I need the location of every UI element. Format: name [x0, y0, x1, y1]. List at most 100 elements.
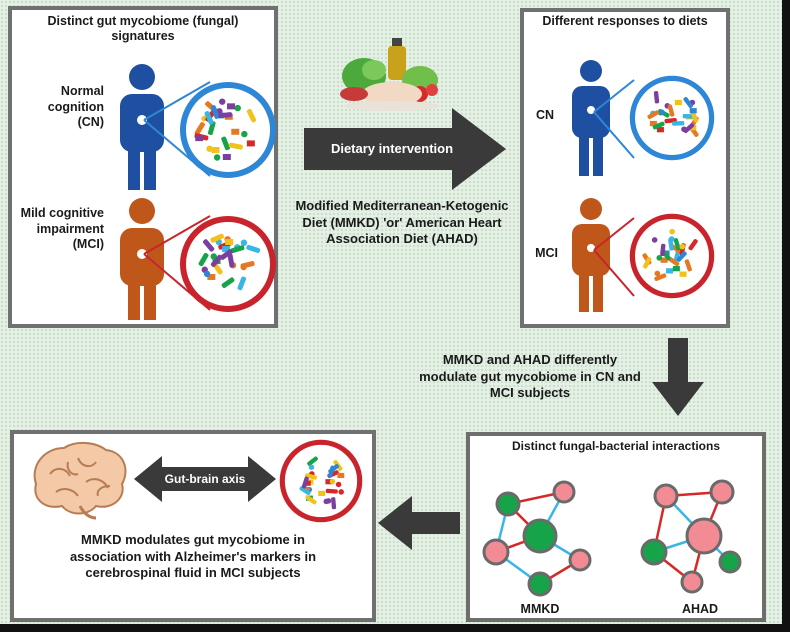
cn-response-zoom-lines: [593, 79, 635, 159]
microbiome-ring: [180, 82, 276, 178]
microbe-cell: [325, 479, 333, 485]
mci-person-icon: [120, 198, 164, 320]
network-node: [527, 571, 553, 597]
microbe-rod: [246, 108, 257, 123]
panel-interactions-title: Distinct fungal-bacterial interactions: [511, 439, 721, 453]
network-node: [482, 538, 510, 566]
microbe-cell: [222, 246, 231, 253]
result-microbiome-circle-icon: [279, 439, 363, 523]
network-node: [709, 479, 735, 505]
cn-response-person-icon: [572, 60, 610, 176]
microbe-coccus: [219, 98, 226, 105]
microbe-rod: [683, 123, 695, 134]
microbe-rod: [325, 488, 338, 494]
microbe-coccus: [654, 270, 661, 277]
microbe-cell: [246, 140, 255, 147]
microbe-cell: [231, 128, 240, 135]
ahad-network-diagram: [640, 479, 742, 594]
microbe-coccus: [338, 489, 344, 495]
cn-response-label: CN: [535, 108, 554, 122]
microbiome-ring: [629, 213, 715, 299]
microbe-rod: [647, 110, 660, 120]
microbe-coccus: [240, 263, 247, 271]
microbe-cell: [211, 147, 220, 154]
network-node: [522, 518, 558, 554]
panel-responses-title: Different responses to diets: [542, 14, 708, 28]
microbe-rod: [668, 256, 680, 267]
microbe-rod: [194, 122, 205, 136]
dietary-intervention-label: Dietary intervention: [330, 141, 454, 156]
microbe-coccus: [651, 237, 658, 243]
microbe-cell: [195, 135, 204, 142]
microbe-rod: [667, 104, 675, 117]
cn-person-icon: [120, 64, 164, 190]
microbe-coccus: [206, 145, 213, 152]
result-summary: MMKD modulates gut mycobiome in associat…: [69, 532, 317, 581]
microbe-coccus: [668, 236, 675, 242]
microbe-coccus: [335, 481, 342, 488]
microbe-rod: [230, 245, 245, 254]
microbe-rod: [227, 253, 235, 268]
microbe-coccus: [329, 478, 336, 485]
microbe-rod: [305, 473, 317, 480]
microbe-cell: [679, 271, 687, 277]
ahad-label: AHAD: [681, 602, 719, 616]
microbe-rod: [676, 251, 687, 262]
network-node: [495, 491, 521, 517]
microbe-rod: [654, 273, 667, 282]
cn-label: Normal cognition (CN): [47, 84, 104, 130]
microbiome-ring: [180, 216, 276, 312]
microbe-cell: [337, 472, 345, 479]
microbe-coccus: [240, 239, 248, 246]
dietary-intervention-arrow-icon: [304, 108, 506, 190]
microbe-rod: [210, 254, 223, 267]
microbe-coccus: [659, 109, 665, 116]
diet-food-icon: [340, 38, 440, 111]
microbe-rod: [221, 136, 230, 151]
microbe-rod: [684, 259, 692, 272]
microbe-coccus: [213, 154, 221, 161]
mmkd-network-diagram: [482, 480, 592, 597]
microbe-rod: [307, 456, 318, 466]
microbe-rod: [301, 476, 309, 489]
left-arrow-icon: [378, 496, 460, 550]
microbe-coccus: [241, 130, 248, 138]
microbe-rod: [299, 486, 311, 496]
microbe-cell: [672, 265, 680, 272]
microbe-rod: [203, 239, 215, 252]
microbe-rod: [673, 238, 681, 251]
microbe-coccus: [656, 255, 663, 261]
microbe-coccus: [669, 228, 675, 235]
microbe-cell: [689, 125, 697, 131]
mci-label: Mild cognitive impairment (MCI): [20, 206, 104, 252]
microbe-rod: [653, 91, 660, 104]
microbe-cell: [225, 239, 234, 246]
microbiome-ring: [279, 439, 363, 523]
panel-signatures-title: Distinct gut mycobiome (fungal) signatur…: [47, 14, 239, 43]
microbe-cell: [222, 154, 231, 161]
network-node: [653, 483, 679, 509]
network-node: [640, 538, 668, 566]
mci-response-microbiome-icon: [629, 213, 715, 299]
microbe-coccus: [323, 498, 329, 505]
microbiome-ring: [629, 75, 715, 161]
microbe-cell: [674, 99, 682, 106]
microbe-rod: [660, 243, 666, 257]
microbe-rod: [688, 239, 698, 251]
microbe-rod: [246, 244, 261, 253]
microbe-rod: [652, 121, 665, 130]
microbe-cell: [689, 108, 697, 114]
microbe-rod: [643, 256, 652, 269]
gut-brain-axis-arrow-icon: [134, 456, 276, 502]
modulation-text: MMKD and AHAD differently modulate gut m…: [419, 352, 641, 401]
microbe-cell: [649, 120, 657, 127]
microbe-cell: [660, 257, 668, 263]
microbe-rod: [220, 249, 233, 260]
microbe-rod: [198, 252, 209, 267]
microbe-coccus: [308, 464, 315, 470]
microbe-rod: [207, 121, 216, 136]
microbe-rod: [672, 121, 685, 126]
mci-microbiome-circle-icon: [180, 216, 276, 312]
network-node: [680, 570, 704, 594]
